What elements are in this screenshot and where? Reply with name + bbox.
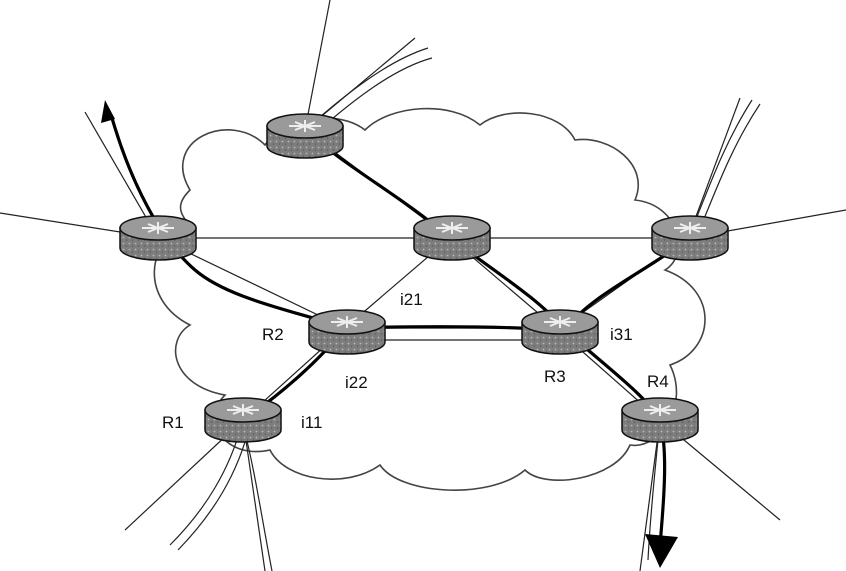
- router-r4: [621, 397, 699, 443]
- label-i31: i31: [610, 325, 633, 344]
- label-r4: R4: [647, 372, 669, 391]
- label-i11: i11: [301, 413, 322, 432]
- router-right: [651, 215, 729, 261]
- router-top: [266, 113, 344, 159]
- tunnels: [169, 47, 761, 571]
- label-r3: R3: [544, 367, 566, 386]
- router-center: [413, 215, 491, 261]
- router-r3: [521, 309, 599, 355]
- label-i21: i21: [400, 290, 423, 309]
- router-r1: [204, 397, 282, 443]
- label-i22: i22: [345, 373, 368, 392]
- label-r1: R1: [162, 413, 184, 432]
- arrow-up-icon: [101, 100, 115, 123]
- router-left: [119, 215, 197, 261]
- label-r2: R2: [262, 325, 284, 344]
- arrow-down-icon: [645, 534, 678, 568]
- router-r2: [308, 309, 386, 355]
